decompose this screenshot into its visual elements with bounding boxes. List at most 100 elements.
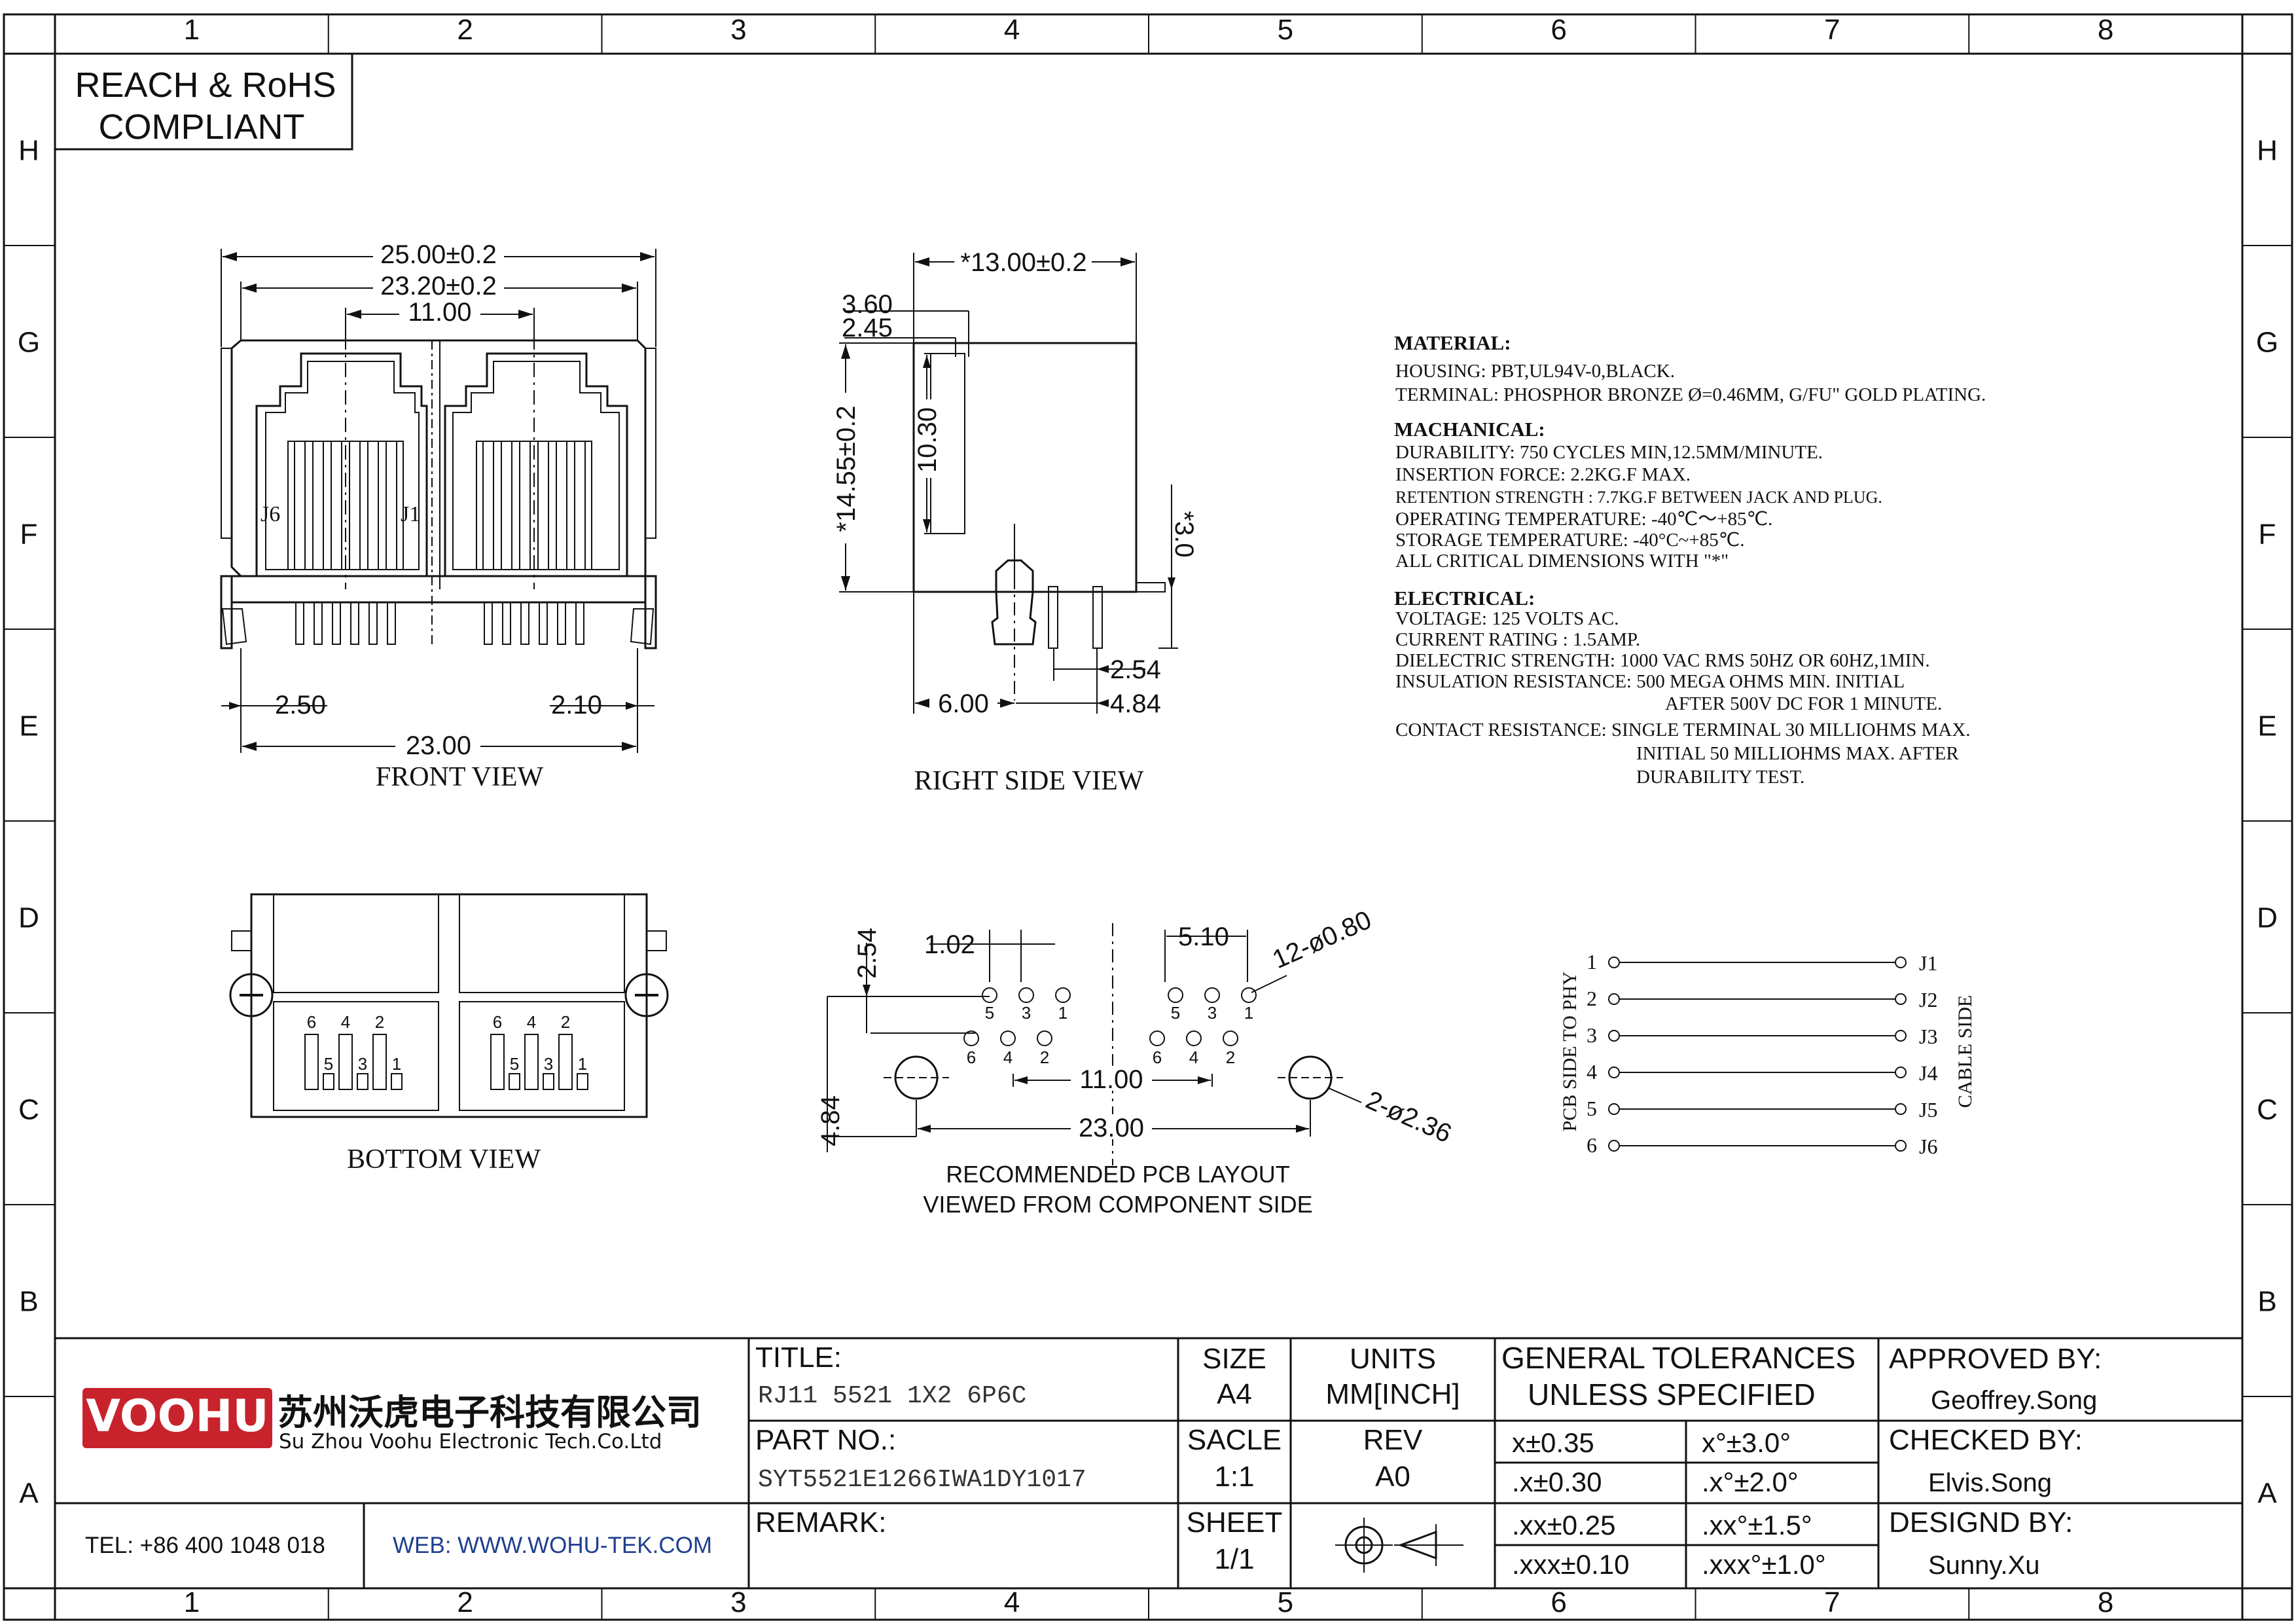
pcb-hole-label: 5: [1171, 1003, 1180, 1023]
voohu-logo: [82, 1388, 272, 1448]
spec-electrical-6: CONTACT RESISTANCE: SINGLE TERMINAL 30 M…: [1395, 720, 1971, 740]
designed-label: DESIGND BY:: [1889, 1506, 2073, 1539]
zone-row-B: B: [2257, 1286, 2276, 1318]
zone-row-D: D: [18, 902, 39, 934]
specifications: MATERIAL: HOUSING: PBT,UL94V-0,BLACK. TE…: [1394, 331, 1986, 788]
front-dim-total: 25.00±0.2: [380, 240, 497, 269]
pcb-dim-centers: 11.00: [1079, 1065, 1143, 1094]
checked-label: CHECKED BY:: [1889, 1424, 2083, 1456]
zone-col-2: 2: [457, 14, 473, 46]
pcb-hole-label: 3: [1208, 1003, 1217, 1023]
bottom-pin-label: 2: [561, 1012, 570, 1032]
side-dim-a: 3.60: [842, 290, 893, 319]
bottom-pin-label: 6: [493, 1012, 502, 1032]
company-name-en: Su Zhou Voohu Electronic Tech.Co.Ltd: [279, 1430, 662, 1453]
schematic-left-pin: 5: [1587, 1097, 1597, 1120]
schematic-right-pin: J3: [1919, 1025, 1937, 1048]
sheet-value: 1/1: [1214, 1543, 1254, 1575]
front-dim-pitch: 11.00: [408, 298, 471, 327]
title-value: RJ11 5521 1X2 6P6C: [758, 1382, 1026, 1410]
side-dim-post: 6.00: [938, 689, 989, 718]
zone-col-5: 5: [1278, 14, 1293, 46]
spec-mechanical-head: MACHANICAL:: [1394, 418, 1545, 441]
tol-linear-2: .xx±0.25: [1512, 1510, 1615, 1541]
pcb-hole-label: 1: [1244, 1003, 1253, 1023]
spec-material-head: MATERIAL:: [1394, 331, 1511, 354]
pcb-dim-posts: 23.00: [1079, 1114, 1144, 1142]
spec-electrical-3: DIELECTRIC STRENGTH: 1000 VAC RMS 50HZ O…: [1395, 650, 1930, 671]
bottom-pin-label: 5: [510, 1054, 519, 1074]
schematic-left-pin: 1: [1587, 950, 1597, 974]
zone-row-G: G: [18, 327, 40, 359]
zone-col-7: 7: [1824, 1586, 1840, 1618]
schematic-left-pin: 4: [1587, 1060, 1597, 1084]
spec-mechanical-1: DURABILITY: 750 CYCLES MIN,12.5MM/MINUTE…: [1395, 442, 1823, 463]
zone-row-E: E: [2257, 710, 2276, 742]
pcb-hole-label: 5: [985, 1003, 994, 1023]
spec-electrical-1: VOLTAGE: 125 VOLTS AC.: [1395, 608, 1619, 629]
schematic-right-pin: J4: [1919, 1061, 1937, 1085]
zone-col-1: 1: [184, 14, 200, 46]
right-side-view: *13.00±0.2 3.60 2.45 *14.55±0.2 10.30 *3…: [832, 247, 1198, 796]
spec-electrical-head: ELECTRICAL:: [1394, 587, 1535, 610]
front-dim-right: 2.10: [551, 691, 602, 720]
pcb-hole-label: 1: [1058, 1003, 1067, 1023]
zone-col-4: 4: [1004, 1586, 1020, 1618]
logo-text: VOOHU: [86, 1391, 268, 1442]
pcb-dim-span: 5.10: [1178, 922, 1229, 951]
checked-value: Elvis.Song: [1928, 1468, 2052, 1497]
zone-col-8: 8: [2098, 14, 2113, 46]
pcb-hole-label: 4: [1003, 1048, 1013, 1067]
approved-value: Geoffrey.Song: [1931, 1386, 2097, 1415]
bottom-pin-label: 5: [324, 1054, 333, 1074]
compliance-line2: COMPLIANT: [98, 107, 304, 147]
zone-row-F: F: [20, 519, 38, 551]
bottom-pin-label: 6: [307, 1012, 316, 1032]
title-block: VOOHU 苏州沃虎电子科技有限公司 Su Zhou Voohu Electro…: [55, 1337, 2242, 1588]
company-tel: TEL: +86 400 1048 018: [85, 1533, 325, 1558]
zone-col-3: 3: [730, 14, 746, 46]
company-web: WEB: WWW.WOHU-TEK.COM: [393, 1533, 712, 1558]
compliance-line1: REACH & RoHS: [75, 65, 336, 105]
front-label-j1: J1: [401, 502, 420, 526]
zone-row-A: A: [19, 1478, 39, 1510]
spec-mechanical-5: STORAGE TEMPERATURE: -40°C~+85℃.: [1395, 530, 1745, 551]
zone-col-1: 1: [184, 1586, 200, 1618]
zone-row-B: B: [19, 1286, 38, 1318]
tolerances-head-2: UNLESS SPECIFIED: [1528, 1377, 1816, 1412]
zone-row-C: C: [2257, 1094, 2278, 1126]
front-view: J6 J1 25.00±0.2 23.20±0.2 11.00 2.50 2.1…: [220, 238, 657, 792]
zone-row-G: G: [2256, 327, 2278, 359]
company-name-cn: 苏州沃虎电子科技有限公司: [278, 1392, 702, 1433]
tolerances-head-1: GENERAL TOLERANCES: [1501, 1341, 1856, 1375]
zone-row-E: E: [19, 710, 38, 742]
spec-electrical-2: CURRENT RATING : 1.5AMP.: [1395, 629, 1640, 650]
tol-linear-3: .xxx±0.10: [1512, 1549, 1629, 1580]
bottom-pin-label: 1: [578, 1054, 587, 1074]
side-dim-pitch: 2.54: [1110, 655, 1161, 684]
scale-value: 1:1: [1214, 1461, 1254, 1493]
zone-col-2: 2: [457, 1586, 473, 1618]
side-dim-offset: 4.84: [1110, 689, 1161, 718]
sheet-label: SHEET: [1187, 1506, 1283, 1539]
zone-row-D: D: [2257, 902, 2278, 934]
zone-col-6: 6: [1551, 14, 1566, 46]
bottom-pin-label: 4: [527, 1012, 536, 1032]
pcb-dim-row: 2.54: [853, 928, 882, 979]
pcb-hole-label: 6: [1153, 1048, 1162, 1067]
spec-electrical-4: INSULATION RESISTANCE: 500 MEGA OHMS MIN…: [1395, 671, 1905, 692]
schematic-left-pin: 6: [1587, 1133, 1597, 1157]
pcb-hole-label: 3: [1022, 1003, 1031, 1023]
spec-material-2: TERMINAL: PHOSPHOR BRONZE Ø=0.46MM, G/FU…: [1395, 384, 1986, 405]
schematic-right-pin: J5: [1919, 1098, 1937, 1122]
pcb-hole-label: 2: [1226, 1048, 1235, 1067]
schematic-left-pin: 2: [1587, 987, 1597, 1010]
units-label: UNITS: [1350, 1343, 1436, 1375]
side-dim-height: *14.55±0.2: [832, 405, 861, 532]
zone-col-4: 4: [1004, 14, 1020, 46]
tol-angular-3: .xxx°±1.0°: [1702, 1549, 1826, 1580]
zone-col-5: 5: [1278, 1586, 1293, 1618]
tol-linear-1: .x±0.30: [1512, 1467, 1602, 1497]
